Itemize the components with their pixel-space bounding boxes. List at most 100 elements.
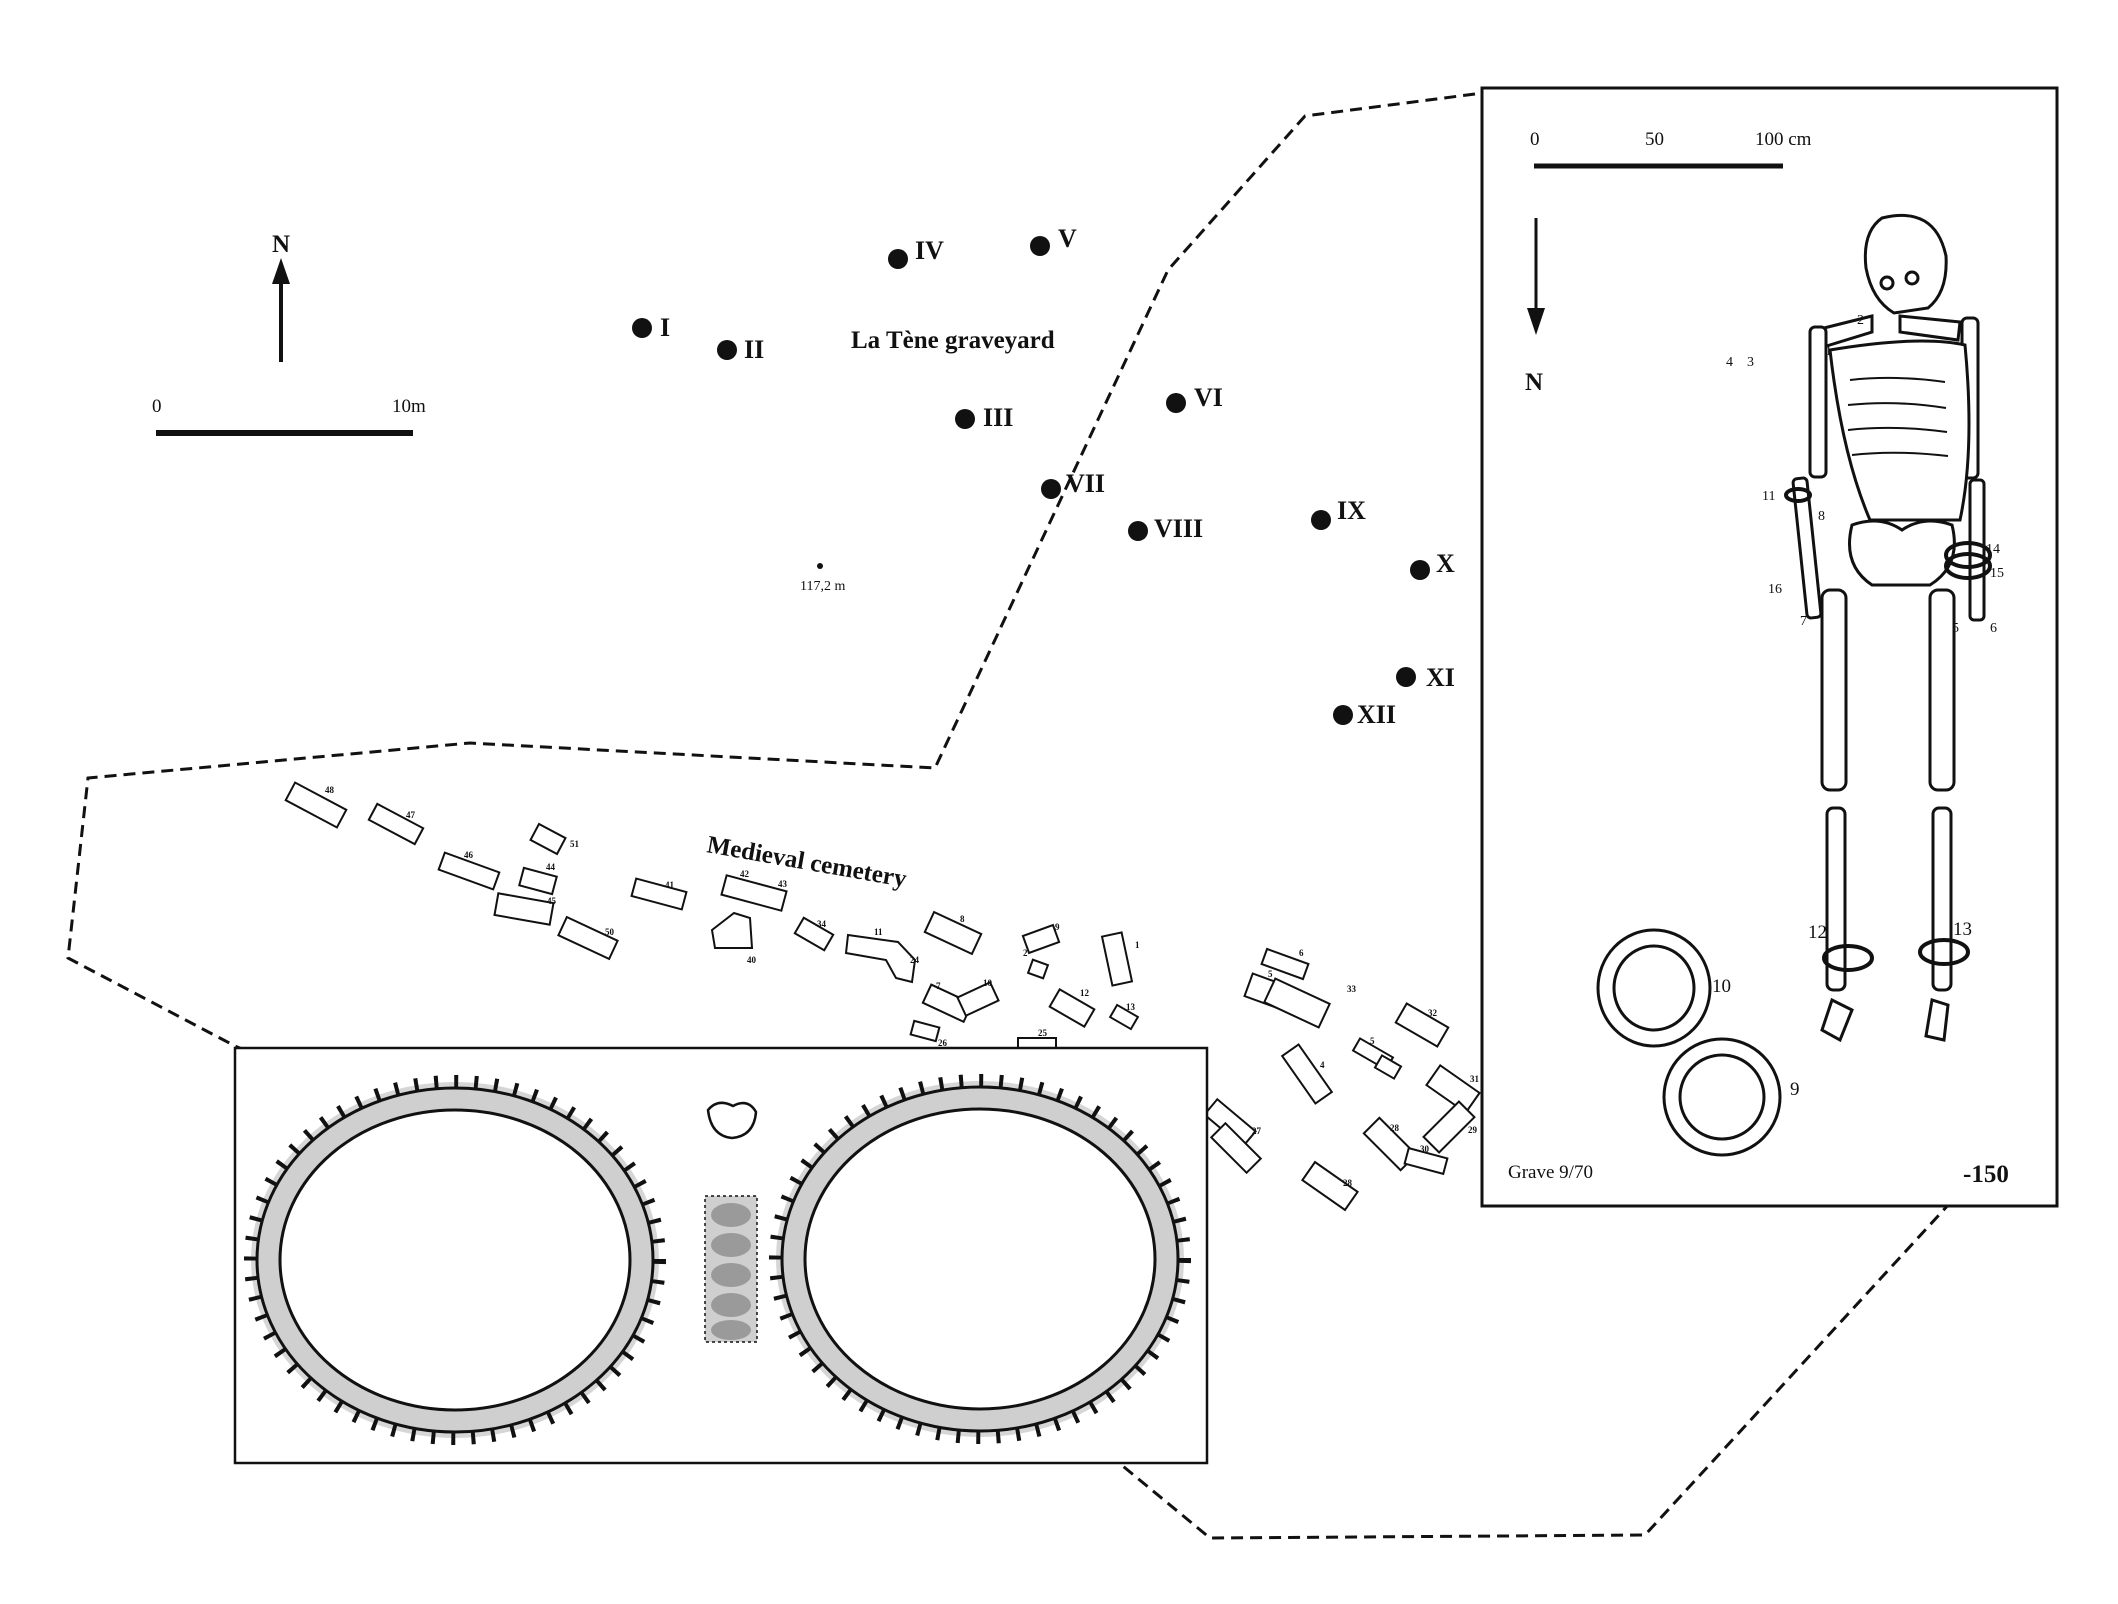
grave-number: 27 [1252, 1126, 1262, 1136]
medieval-grave-13[interactable]: 11 24 [844, 927, 920, 984]
medieval-grave-41[interactable]: 40 [710, 911, 757, 965]
grave-label: I [660, 313, 670, 342]
medieval-grave-33[interactable]: 32 [1394, 1002, 1450, 1048]
grave-number: 12 [1080, 988, 1090, 998]
grave-number: 47 [406, 810, 416, 820]
grave-label: XI [1426, 663, 1455, 692]
grave-number: 40 [747, 955, 757, 965]
find-9: 9 [1790, 1079, 1800, 1100]
find-16: 16 [1768, 582, 1782, 597]
medieval-grave-15[interactable]: 13 [1108, 1002, 1140, 1031]
find-2: 2 [1857, 313, 1864, 328]
excavation-boundary [66, 92, 1952, 1540]
medieval-grave-25[interactable]: 26 [909, 1019, 948, 1048]
grave-number: 26 [938, 1038, 948, 1048]
medieval-grave-51[interactable]: 51 [529, 822, 580, 856]
find-5: 5 [1952, 621, 1959, 636]
bracelet-right [769, 1074, 1191, 1444]
find-10: 10 [1712, 976, 1731, 997]
medieval-grave-32[interactable]: 31 [1425, 1064, 1481, 1114]
medieval-grave-42[interactable]: 41 [630, 877, 688, 911]
scale-end-label: 10m [392, 396, 426, 417]
medieval-grave-11[interactable]: 9 [1021, 922, 1061, 955]
medieval-grave-27[interactable]: 27 [1209, 1121, 1263, 1175]
grave-number: 32 [1428, 1008, 1438, 1018]
medieval-grave-2[interactable]: 2 [1023, 948, 1050, 980]
grave-label: VII [1066, 469, 1105, 498]
medieval-grave-1[interactable]: 1 [1100, 931, 1140, 987]
grave-label: VI [1194, 383, 1223, 412]
la-tene-grave-IX[interactable]: IX [1311, 496, 1366, 530]
la-tene-grave-VI[interactable]: VI [1166, 383, 1223, 413]
grave-number: 5 [1370, 1036, 1375, 1046]
la-tene-grave-III[interactable]: III [955, 403, 1013, 432]
grave-number: 43 [778, 879, 788, 889]
la-tene-grave-II[interactable]: II [717, 335, 764, 364]
la-tene-grave-XII[interactable]: XII [1333, 700, 1396, 729]
medieval-grave-10[interactable]: 8 [923, 910, 983, 956]
grave-number: 24 [910, 955, 920, 965]
medieval-grave-50[interactable]: 50 [557, 915, 619, 961]
find-7: 7 [1800, 614, 1807, 629]
medieval-grave-5[interactable]: 5 [1351, 1036, 1403, 1080]
la-tene-grave-XI[interactable]: XI [1396, 663, 1455, 692]
bracelet-inset [233, 1046, 1209, 1465]
medieval-grave-45[interactable]: 44 [518, 862, 558, 896]
grave-label: X [1436, 549, 1455, 578]
grave-number: 8 [960, 914, 965, 924]
grave-number: 33 [1347, 984, 1357, 994]
grave-label: II [744, 335, 764, 364]
find-3: 3 [1747, 355, 1754, 370]
grave-scale-100: 100 cm [1755, 129, 1812, 150]
grave-number: 28 [1390, 1123, 1400, 1133]
medieval-grave-7[interactable]: 6 [1260, 947, 1310, 981]
grave-label: XII [1357, 700, 1396, 729]
la-tene-grave-VII[interactable]: VII [1041, 469, 1105, 499]
grave-number: 2 [1023, 948, 1028, 958]
find-13: 13 [1953, 919, 1972, 940]
medieval-grave-40[interactable]: 34 [793, 916, 835, 952]
grave-depth: -150 [1963, 1161, 2009, 1188]
grave-number: 9 [1055, 922, 1060, 932]
medieval-grave-31[interactable]: 30 [1403, 1144, 1449, 1176]
medieval-grave-34[interactable]: 33 [1262, 977, 1357, 1029]
la-tene-grave-I[interactable]: I [632, 313, 670, 342]
grave-number: 44 [546, 862, 556, 872]
medieval-grave-12[interactable]: 10 [956, 978, 1000, 1017]
grave-scale-bar: 0 50 100 cm [1530, 129, 1812, 169]
la-tene-grave-IV[interactable]: IV [888, 236, 944, 269]
medieval-grave-28[interactable]: 28 [1300, 1160, 1360, 1212]
medieval-grave-4[interactable]: 4 [1280, 1043, 1334, 1105]
medieval-grave-47[interactable]: 46 [437, 850, 501, 891]
find-numbers: 1 2 3 4 5 6 7 8 9 10 11 12 13 14 15 16 [1712, 313, 2004, 1100]
grave-scale-0: 0 [1530, 129, 1540, 150]
elevation-label: 117,2 m [800, 579, 845, 594]
site-scale-bar: 0 10m [152, 396, 426, 436]
medieval-grave-30[interactable]: 29 [1422, 1100, 1478, 1154]
find-1: 1 [1825, 344, 1832, 359]
find-8: 8 [1818, 509, 1825, 524]
la-tene-grave-V[interactable]: V [1030, 224, 1077, 256]
medieval-grave-49[interactable]: 48 [284, 781, 348, 829]
grave-inset: 0 50 100 cm N [1480, 86, 2059, 1208]
grave-number: 13 [1126, 1002, 1136, 1012]
medieval-grave-46[interactable]: 45 [493, 892, 557, 926]
grave-number: 5 [1268, 969, 1273, 979]
grave-number: 48 [325, 785, 335, 795]
grave-number: 31 [1470, 1074, 1480, 1084]
find-14: 14 [1986, 542, 2000, 557]
medieval-grave-14[interactable]: 12 [1048, 987, 1096, 1029]
grave-number: 50 [605, 927, 615, 937]
grave-number: 7 [936, 981, 941, 991]
bracelet-left [244, 1075, 666, 1445]
find-4: 4 [1726, 355, 1733, 370]
la-tene-grave-X[interactable]: X [1410, 549, 1455, 580]
grave-number: 10 [983, 978, 993, 988]
skeleton [1791, 213, 1986, 1043]
grave-number: 11 [874, 927, 883, 937]
medieval-grave-48[interactable]: 47 [367, 802, 425, 846]
find-12: 12 [1808, 922, 1827, 943]
la-tene-grave-VIII[interactable]: VIII [1128, 514, 1203, 543]
